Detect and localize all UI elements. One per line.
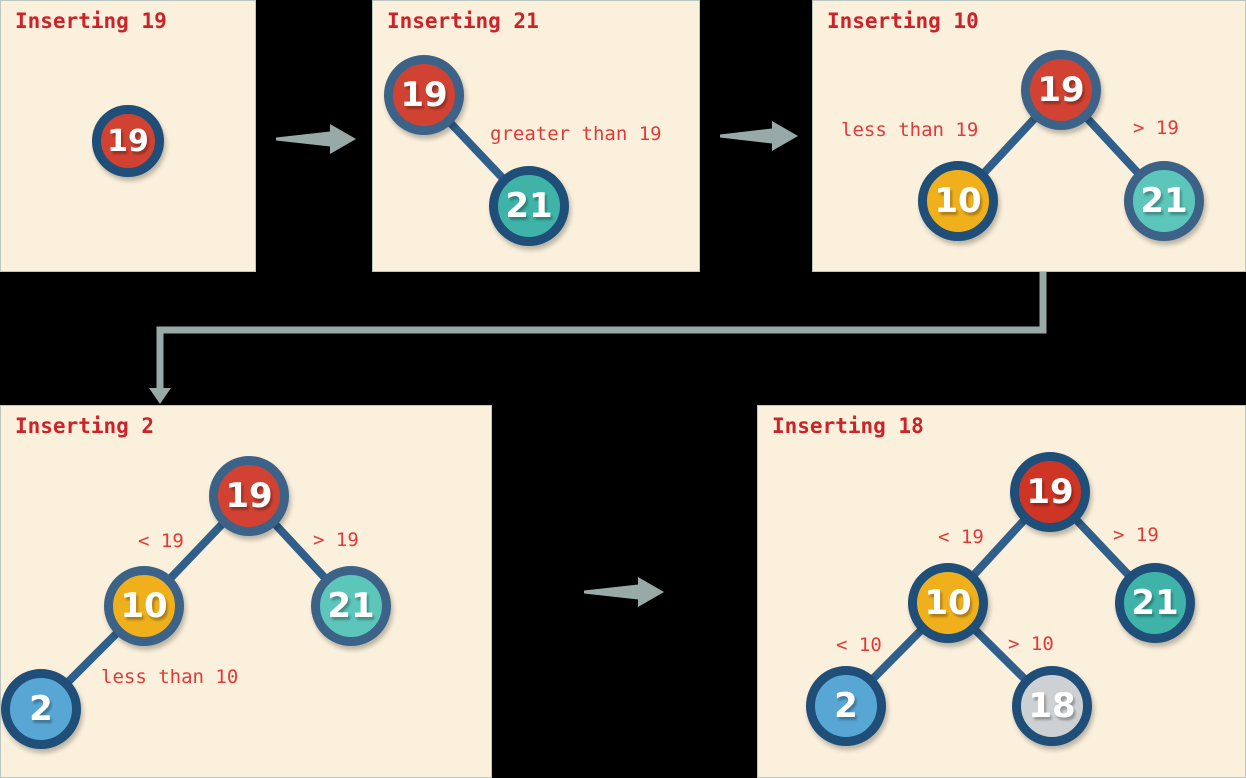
panel-title: Inserting 2	[15, 414, 155, 438]
edge-label: > 19	[1133, 117, 1179, 139]
panel-title: Inserting 10	[827, 9, 979, 33]
edge-label: > 10	[1008, 633, 1054, 655]
tree-node-2[interactable]: 2	[806, 666, 886, 746]
edge-label: < 19	[138, 530, 184, 552]
arrow-2-to-3-icon	[720, 121, 798, 151]
step-panel-insert-21: Inserting 21 greater than 19 19 21	[372, 0, 700, 272]
tree-node-10[interactable]: 10	[908, 563, 988, 643]
tree-node-21[interactable]: 21	[311, 566, 391, 646]
edge-label: < 10	[836, 634, 882, 656]
tree-node-21[interactable]: 21	[1124, 161, 1204, 241]
tree-node-19[interactable]: 19	[92, 105, 164, 177]
edge-label: greater than 19	[490, 123, 662, 145]
arrow-4-to-5-icon	[584, 577, 664, 607]
edge-label: less than 10	[101, 666, 239, 688]
panel-title: Inserting 19	[15, 9, 167, 33]
tree-node-10[interactable]: 10	[104, 566, 184, 646]
step-panel-insert-19: Inserting 19 19	[0, 0, 256, 272]
tree-node-10[interactable]: 10	[918, 161, 998, 241]
tree-node-19[interactable]: 19	[209, 456, 289, 536]
step-panel-insert-18: Inserting 18 < 19 > 19 < 10 > 10 19 10 21 2 18	[757, 405, 1246, 778]
tree-node-19[interactable]: 19	[384, 55, 464, 135]
tree-node-21[interactable]: 21	[489, 166, 569, 246]
tree-node-18[interactable]: 18	[1012, 666, 1092, 746]
tree-node-21[interactable]: 21	[1115, 563, 1195, 643]
arrow-3-to-4-icon	[149, 272, 1047, 404]
panel-title: Inserting 18	[772, 414, 924, 438]
step-panel-insert-2: Inserting 2 < 19 > 19 less than 10 19 10 21 2	[0, 405, 492, 778]
step-panel-insert-10: Inserting 10 less than 19 > 19 19 10 21	[812, 0, 1246, 272]
tree-node-19[interactable]: 19	[1021, 50, 1101, 130]
edge-label: less than 19	[841, 119, 979, 141]
edge-label: > 19	[313, 529, 359, 551]
tree-node-19[interactable]: 19	[1010, 452, 1090, 532]
panel-title: Inserting 21	[387, 9, 539, 33]
edge-label: < 19	[938, 526, 984, 548]
arrow-1-to-2-icon	[276, 124, 356, 154]
edge-label: > 19	[1113, 524, 1159, 546]
tree-node-2[interactable]: 2	[1, 669, 81, 749]
